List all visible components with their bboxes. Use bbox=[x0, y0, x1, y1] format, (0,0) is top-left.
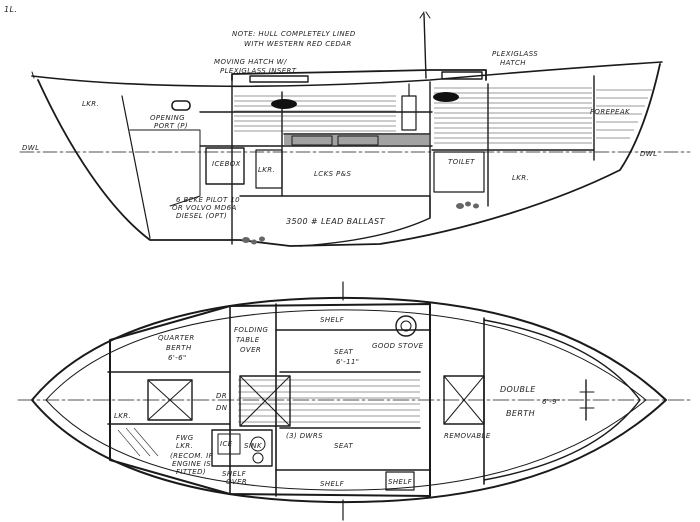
label-lkr-fwd: LKR. bbox=[512, 174, 529, 182]
label-fwg-2: LKR. bbox=[176, 442, 193, 450]
label-lockers: LCKS P&S bbox=[314, 170, 352, 178]
label-folding-table-3: OVER bbox=[240, 346, 261, 354]
label-folding-table-2: TABLE bbox=[236, 336, 260, 344]
label-double-berth-1: DOUBLE bbox=[500, 385, 536, 394]
settee-face bbox=[284, 134, 430, 146]
label-dn: DN bbox=[216, 404, 228, 412]
lkr-small-profile bbox=[255, 149, 283, 189]
profile-view: NOTE: HULL COMPLETELY LINED WITH WESTERN… bbox=[19, 11, 691, 247]
note-plexiglass-hatch-2: HATCH bbox=[500, 59, 526, 67]
label-fwg-3: (RECOM. IF bbox=[170, 452, 214, 460]
label-seat-top-dim: 6'-11" bbox=[336, 358, 359, 366]
label-double-berth-dim: 6'-9" bbox=[542, 398, 561, 406]
cabin-top bbox=[231, 69, 487, 81]
label-sink: SINK bbox=[244, 442, 263, 450]
label-folding-table-1: FOLDING bbox=[234, 326, 269, 334]
cedar-lining-aft bbox=[234, 95, 396, 132]
label-shelf-small: SHELF bbox=[388, 478, 413, 486]
ballast-stones bbox=[242, 201, 479, 245]
label-quarter-berth-dim: 6'-6" bbox=[168, 354, 187, 362]
label-seat-bottom: SEAT bbox=[334, 442, 353, 450]
label-dwl-left: DWL bbox=[22, 144, 39, 152]
stove-symbol bbox=[395, 315, 417, 337]
cockpit-box bbox=[147, 379, 193, 421]
note-opening-port-1: OPENING bbox=[150, 114, 185, 122]
note-moving-hatch-1: MOVING HATCH W/ bbox=[214, 58, 287, 66]
label-dwl-right: DWL bbox=[640, 150, 657, 158]
cedar-lining-fwd bbox=[434, 87, 592, 144]
label-shelf-bottom: SHELF bbox=[320, 480, 345, 488]
label-ice-box: ICE bbox=[220, 440, 233, 448]
sheer-line bbox=[31, 61, 663, 88]
label-dr: DR bbox=[216, 392, 227, 400]
stove-stack bbox=[401, 95, 417, 131]
plan-view: SHELF SHELF SEAT 6'-11" SEAT GOOD STOVE … bbox=[17, 281, 691, 521]
note-moving-hatch-2: PLEXIGLASS INSERT bbox=[220, 67, 297, 75]
label-seat-top: SEAT bbox=[334, 348, 353, 356]
note-hull-lined-1: NOTE: HULL COMPLETELY LINED bbox=[232, 30, 356, 38]
label-double-berth-2: BERTH bbox=[506, 409, 535, 418]
label-fwg-5: FITTED) bbox=[176, 468, 206, 476]
label-lkr-aft: LKR. bbox=[82, 100, 99, 108]
double-berth-outline bbox=[483, 319, 641, 481]
forward-hatch-profile bbox=[441, 71, 483, 80]
cabin-sole-planks bbox=[238, 379, 420, 423]
icebox-profile bbox=[205, 147, 245, 185]
label-forepeak: FOREPEAK bbox=[590, 108, 631, 116]
main-hatch-profile bbox=[249, 75, 309, 83]
plan-hull-outline bbox=[31, 296, 667, 504]
note-opening-port-2: PORT (P) bbox=[154, 122, 188, 130]
note-hull-lined-2: WITH WESTERN RED CEDAR bbox=[244, 40, 352, 48]
hull-underbody bbox=[37, 63, 661, 247]
forward-hatch-plan bbox=[443, 375, 485, 425]
label-removable: REMOVABLE bbox=[444, 432, 491, 440]
companionway bbox=[239, 375, 291, 427]
corner-mark: 1L. bbox=[4, 5, 17, 14]
label-quarter-berth-2: BERTH bbox=[166, 344, 192, 352]
porthole-aft bbox=[271, 99, 297, 109]
label-fwg-1: FWG bbox=[176, 434, 194, 442]
label-fwg-4: ENGINE IS bbox=[172, 460, 211, 468]
note-engine-1: 6 BEKE PILOT 10 bbox=[176, 196, 240, 204]
label-lkr-small: LKR. bbox=[258, 166, 275, 174]
toilet-profile bbox=[433, 151, 485, 193]
label-ballast: 3500 # LEAD BALLAST bbox=[286, 217, 385, 226]
label-shelf-top: SHELF bbox=[320, 316, 345, 324]
label-lkr-plan: LKR. bbox=[114, 412, 131, 420]
note-engine-2: OR VOLVO MD6A bbox=[172, 204, 237, 212]
label-drawers: (3) DWRS bbox=[286, 432, 323, 440]
label-toilet: TOILET bbox=[448, 158, 475, 166]
mast-stub bbox=[423, 13, 427, 79]
label-icebox: ICEBOX bbox=[212, 160, 241, 168]
galley-counter bbox=[211, 429, 273, 467]
label-shelf-over-2: OVER bbox=[226, 478, 247, 486]
forepeak-lining bbox=[596, 89, 652, 139]
note-engine-3: DIESEL (OPT) bbox=[176, 212, 227, 220]
note-plexiglass-hatch-1: PLEXIGLASS bbox=[492, 50, 538, 58]
porthole-fwd bbox=[433, 92, 459, 102]
opening-port-symbol bbox=[171, 100, 191, 111]
label-stove: GOOD STOVE bbox=[372, 342, 424, 350]
label-shelf-over-1: SHELF bbox=[222, 470, 247, 478]
lkr-hatching bbox=[117, 427, 159, 457]
label-quarter-berth-1: QUARTER bbox=[158, 334, 195, 342]
